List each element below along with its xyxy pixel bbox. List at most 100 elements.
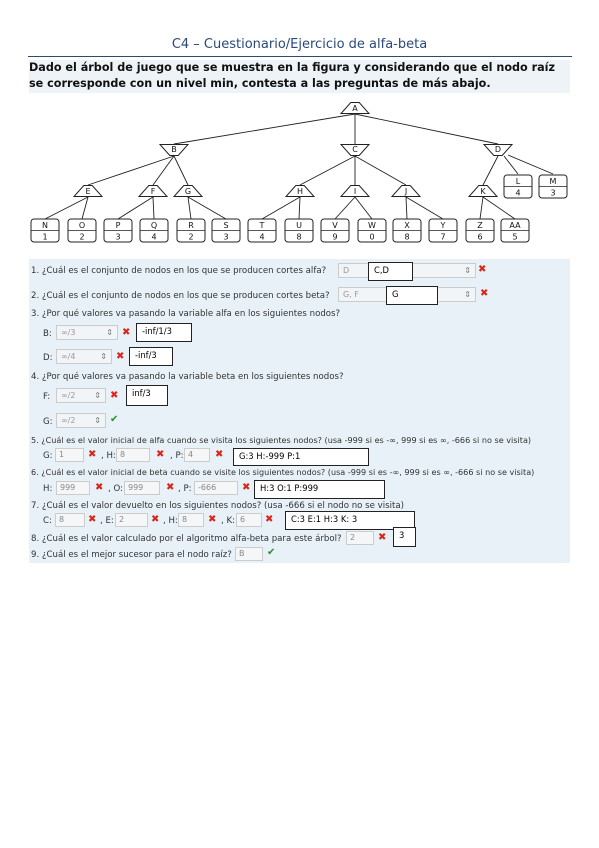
leaf-value: 3 <box>223 233 228 242</box>
leaf-value: 6 <box>477 233 482 242</box>
max-node-label: B <box>171 145 177 154</box>
select-arrow-icon: ⇕ <box>464 290 471 299</box>
q5-h-input[interactable]: 8 <box>116 448 150 462</box>
min-node <box>339 185 371 197</box>
tree-edge <box>261 196 301 220</box>
q4-f-select[interactable]: ∞/2 ⇕ <box>56 388 106 403</box>
min-node <box>172 185 204 197</box>
tree-edge <box>334 196 356 220</box>
root-node <box>339 102 371 114</box>
select-arrow-icon: ⇕ <box>94 391 101 400</box>
wrong-icon: ✖ <box>156 449 165 460</box>
q7-k-label: , K: <box>221 516 235 526</box>
q6-o-label: , O: <box>108 484 123 494</box>
q3-d-select[interactable]: ∞/4⇕ <box>56 349 112 364</box>
wrong-icon: ✖ <box>88 514 97 525</box>
tree-edge <box>299 155 356 186</box>
q6-o-input[interactable]: 999 <box>124 481 160 495</box>
q7-h-input[interactable]: 8 <box>178 513 204 527</box>
min-node-label: J <box>404 187 407 196</box>
max-node <box>339 144 371 156</box>
leaf-name: N <box>42 221 48 230</box>
q5-p-input[interactable]: 4 <box>184 448 210 462</box>
intro-part1: Dado el árbol de juego que se muestra en… <box>29 61 482 74</box>
q5-g-label: G: <box>43 451 53 461</box>
max-node <box>482 144 514 156</box>
q6-h-label: H: <box>43 484 53 494</box>
q4-f-label: F: <box>43 392 51 402</box>
q8-input[interactable]: 2 <box>346 531 374 545</box>
q6-annotation: H:3 O:1 P:999 <box>254 480 385 499</box>
q5-g-input[interactable]: 1 <box>55 448 84 462</box>
q7-annotation: C:3 E:1 H:3 K: 3 <box>285 511 415 530</box>
question-7: 7. ¿Cuál es el valor devuelto en los sig… <box>31 501 404 511</box>
leaf-name: R <box>188 221 194 230</box>
intro-bold: el nodo raíz se corresponde con un nivel… <box>29 61 556 90</box>
tree-edge <box>187 196 227 220</box>
tree-edge <box>503 155 519 175</box>
question-8: 8. ¿Cuál es el valor calculado por el al… <box>31 534 342 544</box>
tree-edge <box>405 196 444 220</box>
min-node <box>284 185 316 197</box>
wrong-icon: ✖ <box>208 514 217 525</box>
select-arrow-icon: ⇕ <box>100 352 107 361</box>
wrong-icon: ✖ <box>151 514 160 525</box>
question-3: 3. ¿Por qué valores va pasando la variab… <box>31 309 341 319</box>
q6-h-input[interactable]: 999 <box>56 481 90 495</box>
wrong-icon: ✖ <box>480 288 489 299</box>
question-1: 1. ¿Cuál es el conjunto de nodos en los … <box>31 266 327 276</box>
tree-edge <box>187 196 192 220</box>
q1-annotation: C,D <box>368 262 413 281</box>
q7-k-input[interactable]: 6 <box>236 513 262 527</box>
leaf-value: 8 <box>404 233 409 242</box>
q3-b-select[interactable]: ∞/3⇕ <box>56 325 118 340</box>
root-label: A <box>352 104 358 113</box>
tree-edge <box>482 155 499 186</box>
q7-c-input[interactable]: 8 <box>55 513 85 527</box>
min-node-label: K <box>480 187 486 196</box>
q6-p-input[interactable]: -666 <box>194 481 238 495</box>
q4-g-select-value: ∞/2 <box>61 416 76 425</box>
tree-edge <box>405 196 408 220</box>
leaf-name: V <box>332 221 338 230</box>
q4-g-label: G: <box>43 417 53 427</box>
max-node <box>158 144 190 156</box>
q5-annotation: G:3 H:-999 P:1 <box>233 448 369 466</box>
leaf-value: 3 <box>115 233 120 242</box>
leaf-value: 4 <box>151 233 156 242</box>
leaf-value: 4 <box>259 233 264 242</box>
intro-background <box>29 60 570 93</box>
question-4: 4. ¿Por qué valores va pasando la variab… <box>31 372 344 382</box>
leaf-name: Z <box>477 221 483 230</box>
q9-input[interactable]: B <box>235 547 263 561</box>
leaf-name: Q <box>151 221 157 230</box>
wrong-icon: ✖ <box>215 449 224 460</box>
min-node-label: F <box>151 187 156 196</box>
q6-p-label: , P: <box>178 484 192 494</box>
leaf-value: 3 <box>550 189 555 198</box>
tree-edge <box>81 196 89 220</box>
q7-e-input[interactable]: 2 <box>115 513 148 527</box>
leaf-value: 1 <box>42 233 47 242</box>
q7-e-label: , E: <box>100 516 114 526</box>
title-divider <box>28 56 572 57</box>
tree-edge <box>152 155 175 186</box>
tree-edge <box>354 155 407 186</box>
leaf-name: X <box>404 221 410 230</box>
intro-text: Dado el árbol de juego que se muestra en… <box>29 60 571 92</box>
tree-edge <box>354 196 373 220</box>
q4-f-select-value: ∞/2 <box>61 391 76 400</box>
q3-b-select-value: ∞/3 <box>61 328 76 337</box>
leaf-value: 8 <box>296 233 301 242</box>
leaf-name: AA <box>509 221 521 230</box>
wrong-icon: ✖ <box>478 264 487 275</box>
q1-select-value: D <box>343 266 350 275</box>
q4-f-annotation: inf/3 <box>126 385 168 406</box>
q2-annotation: G <box>386 286 438 305</box>
wrong-icon: ✖ <box>110 390 119 401</box>
tree-edge <box>354 113 499 145</box>
question-6: 6. ¿Cuál es el valor inicial de beta cua… <box>31 467 535 477</box>
q5-p-label: , P: <box>170 451 184 461</box>
q8-annotation: 3 <box>393 527 416 547</box>
q4-g-select[interactable]: ∞/2⇕ <box>56 413 106 428</box>
